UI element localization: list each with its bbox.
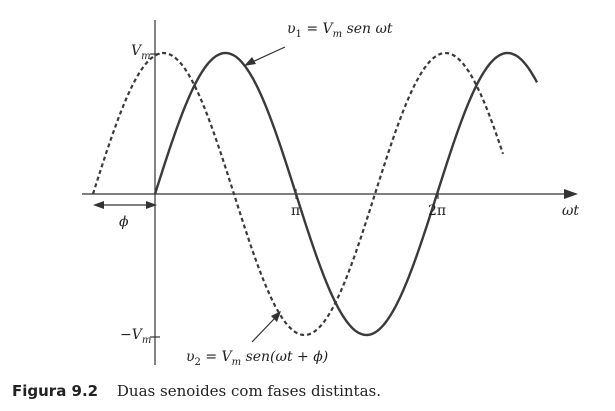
v2-shifted-sine-curve bbox=[91, 51, 505, 337]
v1-annotation: υ1 = Vm sen ωt bbox=[287, 21, 393, 40]
caption-text: Duas senoides com fases distintas. bbox=[116, 382, 381, 400]
vm-label: Vm bbox=[131, 43, 151, 62]
v1-pointer-line bbox=[249, 46, 286, 64]
x-axis-arrowhead bbox=[564, 189, 578, 199]
v1-sine-curve bbox=[153, 51, 539, 337]
phase-arrowhead-right bbox=[146, 201, 157, 209]
two-pi-label: 2π bbox=[428, 203, 446, 219]
phase-arrowhead-left bbox=[93, 201, 104, 209]
phi-label: ϕ bbox=[119, 214, 129, 230]
omega-t-label: ωt bbox=[562, 203, 579, 219]
caption-label: Figura 9.2 bbox=[12, 382, 99, 400]
neg-vm-label: −Vm bbox=[120, 327, 151, 346]
v2-annotation: υ2 = Vm sen(ωt + ϕ) bbox=[186, 349, 328, 368]
pi-label: π bbox=[291, 203, 300, 219]
v2-pointer-line bbox=[251, 317, 276, 343]
v1-pointer-arrowhead bbox=[244, 57, 256, 66]
v2-pointer-arrowhead bbox=[271, 311, 281, 322]
sinusoid-phase-diagram: Vm −Vm π 2π ωt ϕ υ1 = Vm sen ωt υ2 = Vm … bbox=[82, 20, 579, 368]
figure-caption: Figura 9.2 Duas senoides com fases disti… bbox=[12, 382, 381, 400]
